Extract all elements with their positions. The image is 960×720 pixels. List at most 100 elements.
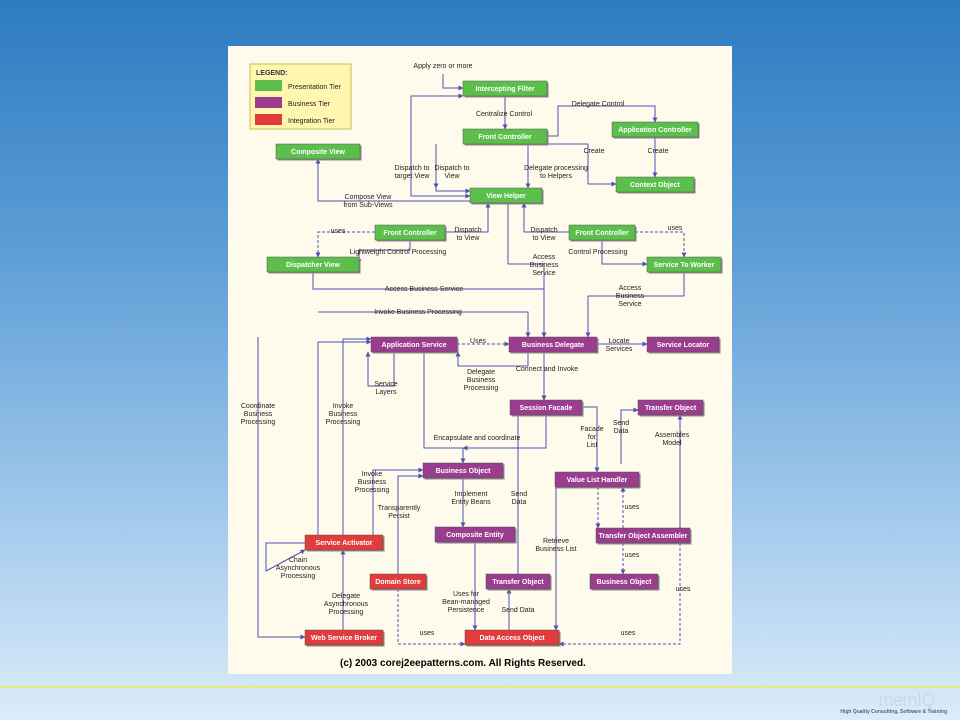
- connector-label-line: Dispatch: [530, 227, 557, 234]
- connector-39: [317, 339, 372, 535]
- legend-label-business: Business Tier: [288, 101, 331, 108]
- connector-label-line: Entity Beans: [451, 499, 491, 506]
- node-box: [304, 629, 384, 646]
- connector-label-line: Retrieve: [543, 538, 569, 545]
- legend-swatch-presentation: [255, 80, 282, 91]
- node-label: Application Service: [382, 342, 447, 349]
- node-session-facade: Session Facade: [509, 399, 584, 417]
- connector-label-line: Dispatch to: [394, 165, 429, 172]
- node-label: Data Access Object: [479, 635, 545, 642]
- connector-2: [547, 105, 658, 137]
- connector-label-line: Layers: [375, 389, 397, 396]
- connector-label-encapsulate: Encapsulate and coordinate: [434, 435, 521, 442]
- connector-label-line: Coordinate: [241, 403, 275, 410]
- node-business-object: Business Object: [422, 462, 505, 480]
- connector-label-line: Assembles: [655, 432, 690, 439]
- node-box: [508, 336, 598, 353]
- connector-label-line: Control Processing: [568, 249, 627, 256]
- node-front-controller-right: Front Controller: [568, 224, 637, 242]
- connector-label-connect-invoke: Connect and Invoke: [516, 366, 578, 373]
- node-box: [462, 80, 548, 97]
- connector-label-line: Persist: [388, 513, 409, 520]
- connector-label-line: Bean-managed: [442, 599, 490, 606]
- node-web-service-broker: Web Service Broker: [304, 629, 385, 647]
- connector-label-line: uses: [625, 552, 640, 559]
- node-context-object: Context Object: [615, 176, 696, 194]
- node-value-list-handler: Value List Handler: [554, 471, 641, 489]
- connector-label-line: Encapsulate and coordinate: [434, 435, 521, 442]
- node-application-controller: Application Controller: [611, 121, 700, 139]
- node-label: Intercepting Filter: [475, 86, 534, 93]
- connector-label-line: Processing: [355, 487, 390, 494]
- connector-6: [410, 188, 471, 199]
- connector-label-line: uses: [676, 586, 691, 593]
- connector-label-line: Apply zero or more: [413, 63, 472, 70]
- node-view-helper: View Helper: [469, 187, 544, 205]
- legend: LEGEND: Presentation Tier Business Tier …: [249, 63, 352, 130]
- logo-tagline: High Quality Consulting, Software & Trai…: [840, 709, 947, 715]
- connector-label-invoke-bp-top: Invoke Business Processing: [374, 309, 462, 316]
- node-box: [422, 462, 504, 479]
- connector-label-line: uses: [420, 630, 435, 637]
- connector-19: [585, 272, 685, 338]
- connector-label-uses-right-low: uses: [676, 586, 691, 593]
- connector-41: [342, 336, 372, 535]
- connector-label-line: Invoke: [362, 471, 383, 478]
- connector-45: [265, 542, 306, 572]
- node-box: [275, 143, 361, 160]
- legend-title: LEGEND:: [256, 70, 288, 77]
- connector-29: [620, 407, 639, 464]
- connector-label-uses-app: Uses: [470, 338, 486, 345]
- connector-label-line: to View: [457, 235, 481, 242]
- node-label: Front Controller: [478, 134, 532, 141]
- connector-label-line: Service: [618, 301, 641, 308]
- connector-label-line: Business: [329, 411, 358, 418]
- connector-25: [365, 351, 395, 387]
- connector-label-line: uses: [331, 228, 346, 235]
- connector-label-line: Model: [662, 440, 682, 447]
- connector-label-line: Data: [512, 499, 527, 506]
- legend-label-presentation: Presentation Tier: [288, 84, 342, 91]
- node-data-access-object: Data Access Object: [464, 629, 561, 647]
- connector-label-line: Asynchronous: [276, 565, 321, 572]
- connector-label-line: Services: [606, 346, 633, 353]
- connector-label-line: Chain: [289, 557, 307, 564]
- node-label: Service Activator: [316, 540, 373, 547]
- connector-label-line: Business: [616, 293, 645, 300]
- connector-label-line: uses: [668, 225, 683, 232]
- connector-label-line: Asynchronous: [324, 601, 369, 608]
- connector-label-line: Invoke Business Processing: [374, 309, 462, 316]
- connector-label-line: Persistence: [448, 607, 485, 614]
- connector-label-line: Invoke: [333, 403, 354, 410]
- connector-label-create-left: Create: [583, 148, 604, 155]
- connector-label-line: Processing: [326, 419, 361, 426]
- node-composite-entity: Composite Entity: [434, 526, 517, 544]
- connector-label-uses-dao-right: uses: [621, 630, 636, 637]
- node-box: [369, 573, 427, 590]
- connector-label-line: Uses: [470, 338, 486, 345]
- connector-label-line: Delegate Control: [572, 101, 625, 108]
- connector-label-line: Delegate: [332, 593, 360, 600]
- footer-divider: [0, 686, 960, 688]
- connector-label-line: View: [444, 173, 460, 180]
- node-label: Transfer Object Assembler: [599, 533, 688, 540]
- connector-label-line: Business: [358, 479, 387, 486]
- node-transfer-object-mid: Transfer Object: [485, 573, 552, 591]
- node-label: Context Object: [630, 182, 680, 189]
- node-label: Front Controller: [383, 230, 437, 237]
- connector-label-line: Processing: [464, 385, 499, 392]
- connector-label-line: Access Business Service: [385, 286, 463, 293]
- node-box: [554, 471, 640, 488]
- node-front-controller-left: Front Controller: [374, 224, 447, 242]
- connector-16: [601, 240, 648, 267]
- connector-label-line: Centralize Control: [476, 111, 532, 118]
- connector-label-line: target View: [395, 173, 431, 180]
- connector-11: [445, 202, 491, 233]
